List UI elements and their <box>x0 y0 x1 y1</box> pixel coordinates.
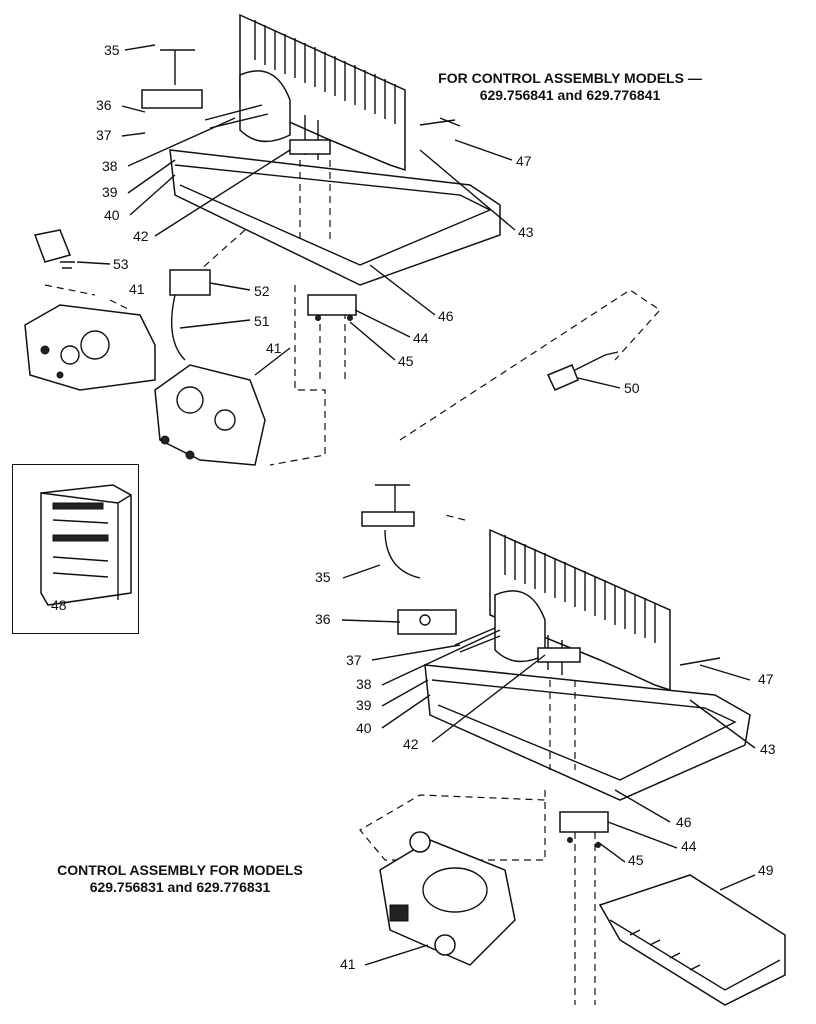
upper-label-52: 52 <box>254 283 270 299</box>
upper-label-44: 44 <box>413 330 429 346</box>
part-48-icon <box>40 484 132 606</box>
lower-label-46: 46 <box>676 814 692 830</box>
lower-label-40: 40 <box>356 720 372 736</box>
upper-title-line1: FOR CONTROL ASSEMBLY MODELS — <box>438 70 702 86</box>
inset-box: 48 <box>12 464 139 634</box>
lower-title-line1: CONTROL ASSEMBLY FOR MODELS <box>57 862 303 878</box>
upper-label-36: 36 <box>96 97 112 113</box>
lower-label-42: 42 <box>403 736 419 752</box>
upper-title-line2: 629.756841 and 629.776841 <box>479 87 661 103</box>
label-48: 48 <box>51 597 67 613</box>
upper-label-35: 35 <box>104 42 120 58</box>
upper-burner-fins <box>254 20 396 124</box>
lower-title-line2: 629.756831 and 629.776831 <box>89 879 271 895</box>
upper-label-41-left: 41 <box>129 281 145 297</box>
upper-pilot-52 <box>169 269 211 296</box>
upper-gas-valve-center <box>154 364 266 466</box>
upper-label-39: 39 <box>102 184 118 200</box>
lower-label-35: 35 <box>315 569 331 585</box>
lower-label-38: 38 <box>356 676 372 692</box>
lower-burner-tray <box>424 664 751 801</box>
upper-label-42: 42 <box>133 228 149 244</box>
upper-label-47: 47 <box>516 153 532 169</box>
upper-label-38: 38 <box>102 158 118 174</box>
lower-label-45: 45 <box>628 852 644 868</box>
lower-label-37: 37 <box>346 652 362 668</box>
lower-label-36: 36 <box>315 611 331 627</box>
lower-mounting-plate <box>559 811 609 833</box>
upper-label-37: 37 <box>96 127 112 143</box>
upper-label-51: 51 <box>254 313 270 329</box>
upper-part-50 <box>546 364 579 391</box>
upper-label-53: 53 <box>113 256 129 272</box>
upper-assembly <box>24 13 661 466</box>
lower-label-43: 43 <box>760 741 776 757</box>
upper-elbow-53 <box>33 229 72 263</box>
lower-bracket-36 <box>397 609 457 635</box>
lower-title: CONTROL ASSEMBLY FOR MODELS 629.756831 a… <box>25 862 335 896</box>
upper-burner-tray <box>169 149 501 286</box>
upper-gas-valve-left <box>24 304 156 391</box>
lower-label-39: 39 <box>356 697 372 713</box>
lower-label-47: 47 <box>758 671 774 687</box>
upper-label-46: 46 <box>438 308 454 324</box>
upper-label-45: 45 <box>398 353 414 369</box>
upper-mounting-plate <box>307 294 357 316</box>
lower-burner-fins <box>504 535 656 643</box>
upper-label-43: 43 <box>518 224 534 240</box>
lower-part-49 <box>598 874 786 1006</box>
lower-label-49: 49 <box>758 862 774 878</box>
upper-label-40: 40 <box>104 207 120 223</box>
upper-bracket-36 <box>141 89 203 109</box>
lower-label-44: 44 <box>681 838 697 854</box>
upper-title: FOR CONTROL ASSEMBLY MODELS — 629.756841… <box>410 70 730 104</box>
lower-assembly <box>341 484 786 1006</box>
lower-label-41: 41 <box>340 956 356 972</box>
upper-label-50: 50 <box>624 380 640 396</box>
upper-label-41-center: 41 <box>266 340 282 356</box>
